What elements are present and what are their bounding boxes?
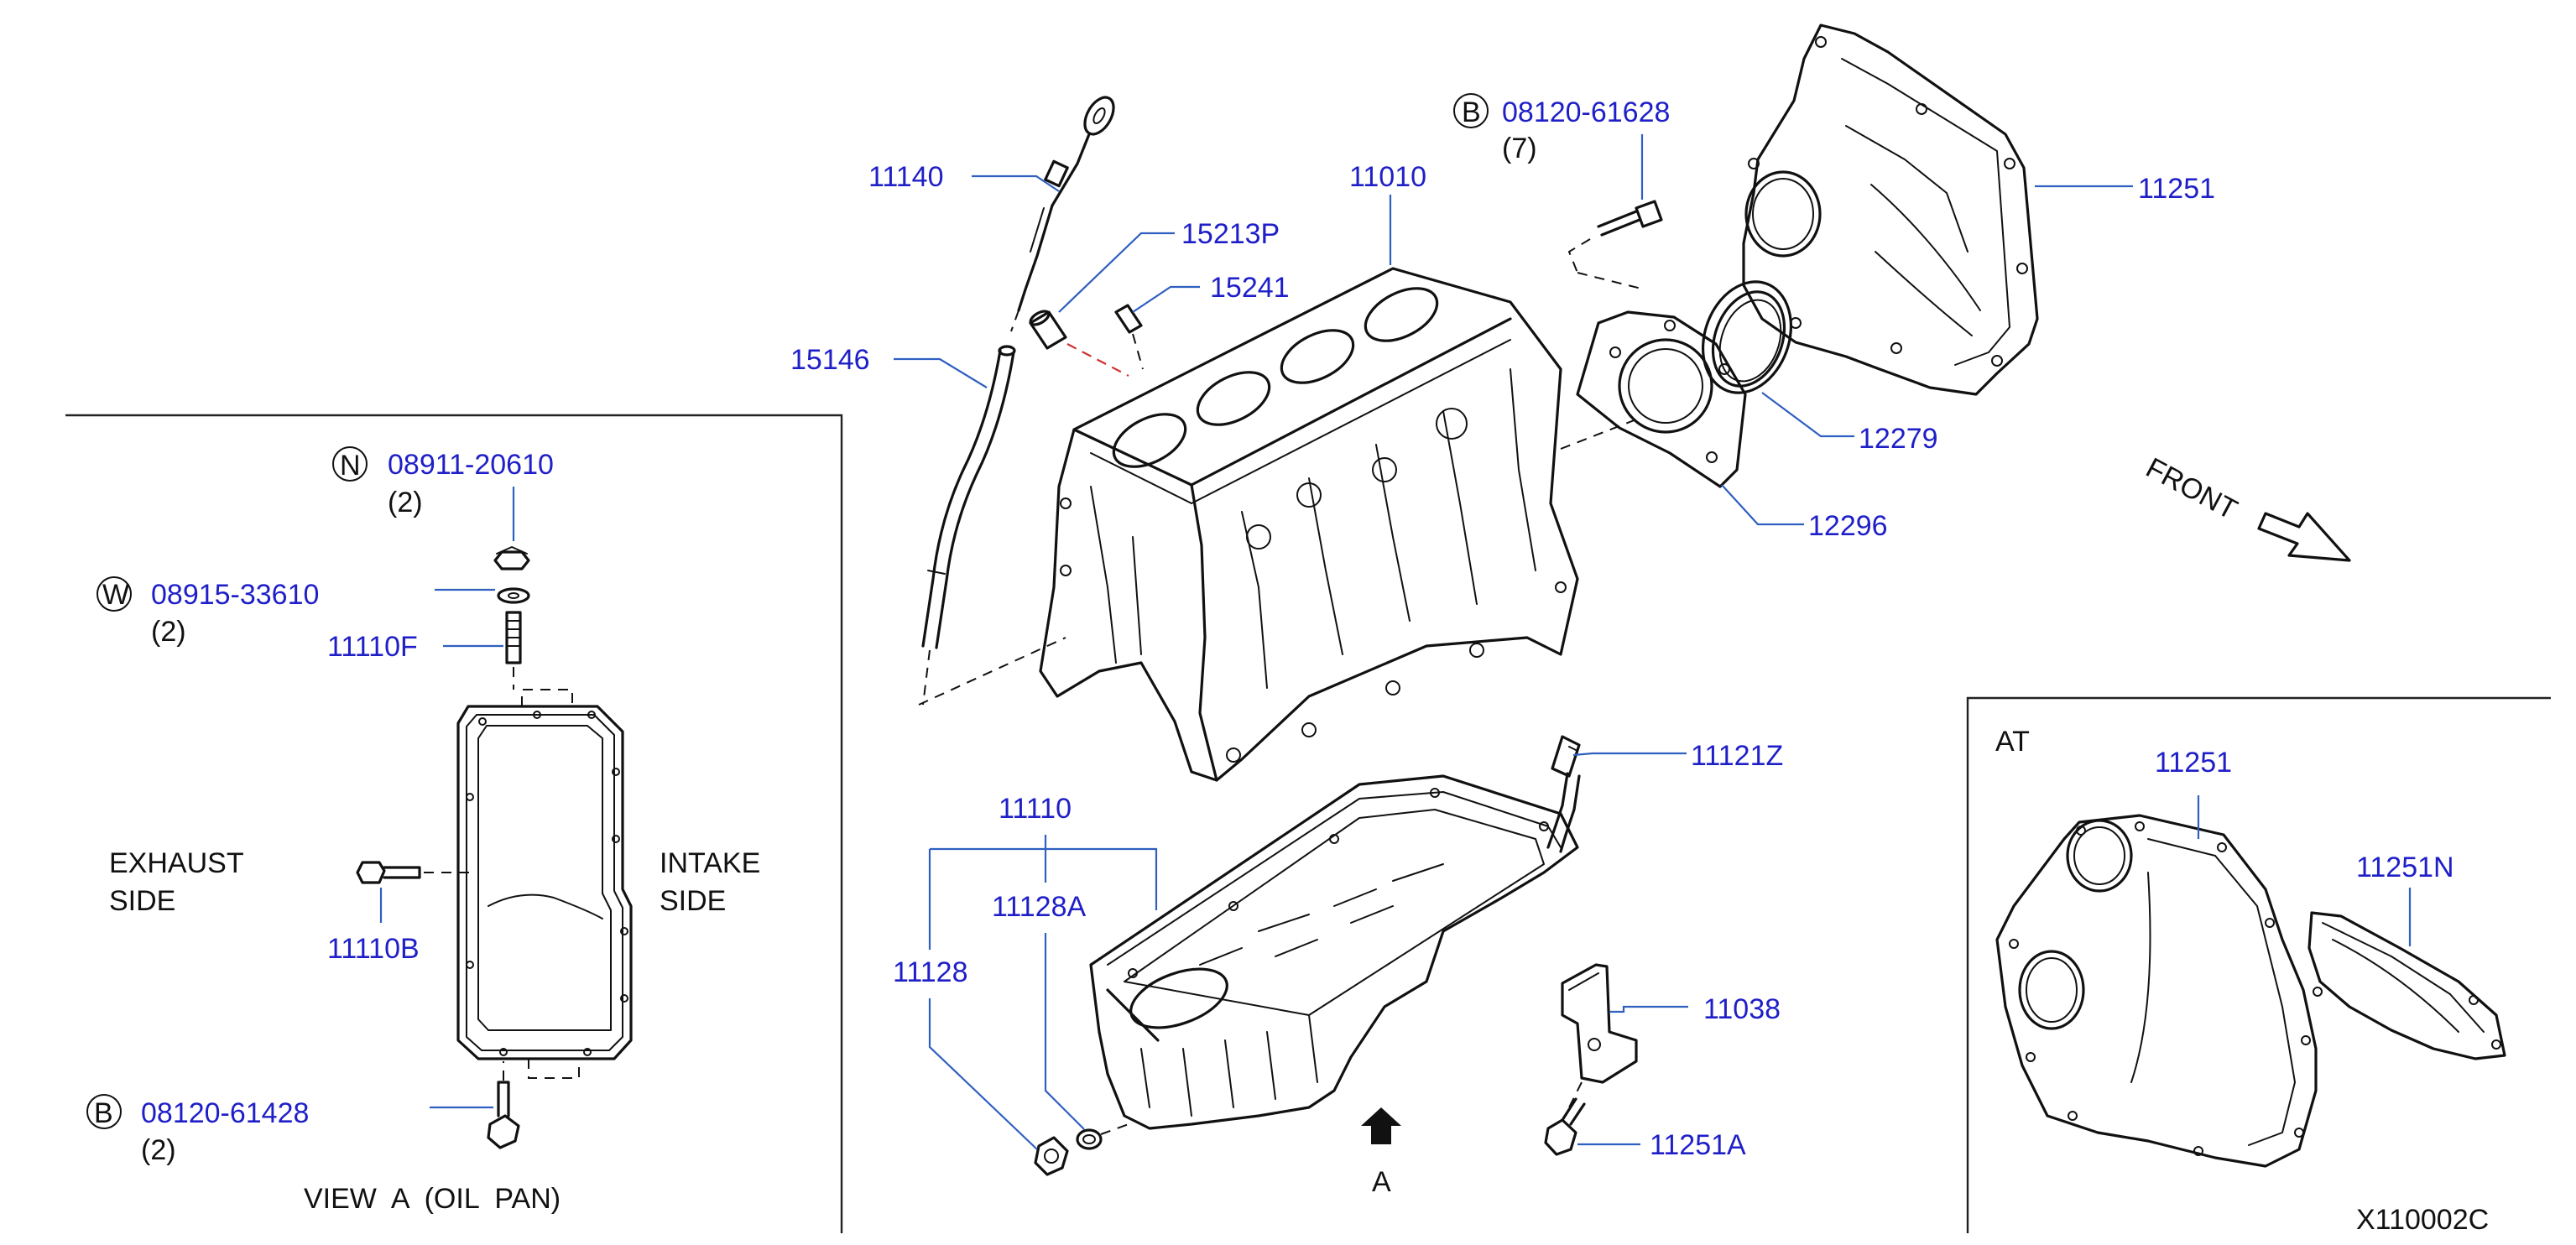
washer-08915-33610-drawing [497,587,530,604]
symbol-08120-61628: B [1462,96,1481,128]
part-number-11251N: 11251N [2356,852,2454,883]
bolt-08120-61628-drawing [1567,200,1663,290]
callout-11251A[interactable]: 11251A [1577,1129,1746,1161]
qty-08915-33610: (2) [151,616,186,648]
part-number-11121Z: 11121Z [1691,740,1783,772]
bracket-11038-drawing [1561,963,1638,1108]
symbol-circle-W [96,576,132,612]
front-arrow-icon [2257,512,2351,562]
intake-side-label-line1: INTAKE [660,847,760,879]
bolt-11251A-drawing [1544,1097,1586,1156]
dipstick-guide-drawing [918,345,1066,706]
view-a-frame [65,414,843,1233]
callout-15213P[interactable]: 15213P [1058,218,1280,313]
symbol-08911-20610: N [340,450,361,482]
part-number-15146: 15146 [790,344,870,376]
callout-11010[interactable]: 11010 [1349,161,1426,265]
part-number-08911-20610: 08911-20610 [388,449,554,481]
symbol-circle-N [332,446,368,482]
oil-pan-11110-drawing [1089,774,1579,1130]
qty-08911-20610: (2) [388,487,423,518]
part-number-12296: 12296 [1808,510,1888,542]
callout-11110[interactable]: 11110 [930,793,1158,910]
callout-15241[interactable]: 15241 [1132,272,1290,313]
at-plate-11251-drawing [1995,814,2318,1168]
part-number-08915-33610: 08915-33610 [151,579,319,611]
oil-seal-12279-drawing [1701,280,1793,394]
callout-08120-61428[interactable]: B 08120-61428 (2) [86,1094,493,1166]
part-number-11128: 11128 [893,956,968,988]
callout-08120-61628[interactable]: B 08120-61628 (7) [1453,93,1670,200]
at-inset-title: AT [1995,726,2030,758]
symbol-circle-B [1453,93,1489,128]
washer-11128A-drawing [1076,1123,1129,1150]
part-number-11251: 11251 [2138,173,2215,205]
cylinder-block-drawing [1039,267,1637,782]
front-label: FRONT [2141,452,2242,527]
callout-11251N[interactable]: 11251N [2356,852,2454,946]
callout-15146[interactable]: 15146 [790,344,988,388]
view-a-title: VIEW A (OIL PAN) [304,1183,561,1215]
part-number-12279: 12279 [1859,423,1938,455]
callout-08915-33610[interactable]: W 08915-33610 (2) [96,576,495,648]
at-inset-frame [1966,696,2551,1233]
callout-11110F[interactable]: 11110F [327,631,503,663]
qty-08120-61628: (7) [1502,133,1537,164]
intake-side-label-line2: SIDE [660,885,726,917]
part-number-11110B: 11110B [327,933,420,965]
callout-11128A[interactable]: 11128A [992,849,1086,1130]
part-number-15213P: 15213P [1181,218,1280,250]
at-cover-11251N-drawing [2307,911,2506,1060]
callout-12296[interactable]: 12296 [1721,484,1888,542]
plug-15241-drawing [1114,304,1144,370]
callout-11128[interactable]: 11128 [893,849,1038,1150]
exhaust-side-label-line2: SIDE [109,885,175,917]
callout-11038[interactable]: 11038 [1609,993,1781,1025]
callout-12279[interactable]: 12279 [1761,392,1938,455]
seal-retainer-12296-drawing [1576,310,1747,488]
callout-08911-20610[interactable]: N 08911-20610 (2) [332,446,554,541]
callout-11110B[interactable]: 11110B [327,888,420,965]
part-number-11251A: 11251A [1650,1129,1746,1161]
part-number-08120-61628: 08120-61628 [1502,96,1670,128]
symbol-circle-B [86,1094,122,1129]
part-number-11110F: 11110F [327,631,418,663]
symbol-08120-61428: B [94,1097,113,1129]
sensor-11121Z-drawing [1546,735,1581,853]
part-number-11110: 11110 [999,793,1072,825]
bolt-08120-61428-drawing [487,1061,520,1149]
symbol-08915-33610: W [102,579,129,611]
nut-08911-20610-drawing [493,546,530,570]
callout-11251[interactable]: 11251 [2035,173,2215,205]
part-number-15241: 15241 [1210,272,1290,304]
callout-11140[interactable]: 11140 [868,161,1060,193]
part-number-11038: 11038 [1703,993,1781,1025]
exhaust-side-label-line1: EXHAUST [109,847,244,879]
bolt-11110B-drawing [356,861,421,884]
view-a-arrow-icon [1361,1107,1401,1144]
part-number-11140: 11140 [868,161,944,193]
part-number-11128A: 11128A [992,891,1086,923]
stud-11110F-drawing [505,611,522,690]
rear-plate-11251-drawing [1742,23,2039,396]
qty-08120-61428: (2) [141,1134,176,1166]
view-a-arrow-label: A [1372,1166,1391,1198]
diagram-code: X110002C [2356,1204,2489,1236]
plug-15213P-drawing [1029,310,1129,377]
view-a-oil-pan-drawing [424,689,633,1079]
dipstick-drawing [1010,96,1115,332]
callout-11121Z[interactable]: 11121Z [1572,740,1783,772]
callout-at-11251[interactable]: 11251 [2155,747,2232,839]
part-number-11010: 11010 [1349,161,1426,193]
part-number-08120-61428: 08120-61428 [141,1097,309,1129]
part-number-at-11251: 11251 [2155,747,2232,779]
drain-plug-11128-drawing [1034,1136,1069,1176]
